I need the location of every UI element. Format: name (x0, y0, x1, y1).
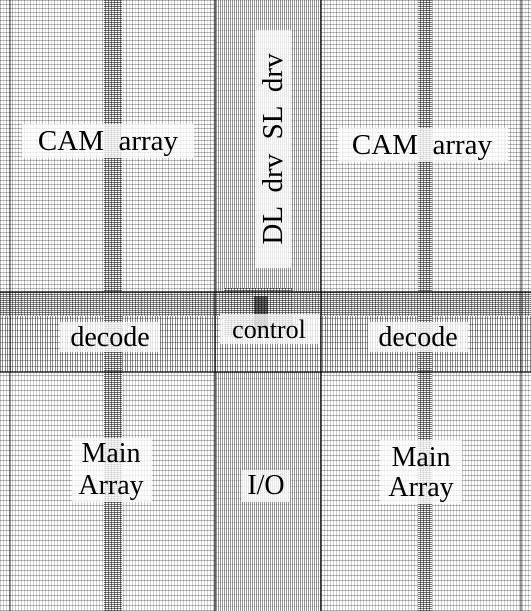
main-array-left-label-line2: Array (78, 470, 143, 501)
cam-array-left-label: CAM array (38, 125, 179, 157)
cam-array-right-label: CAM array (352, 129, 493, 161)
decode-left-label: decode (70, 322, 149, 353)
main-array-right-label-line2: Array (388, 472, 453, 503)
io-label: I/O (247, 470, 284, 501)
label-backgrounds (22, 30, 508, 504)
driver-column-label: DL drv SL drv (257, 53, 289, 245)
decode-right-label: decode (378, 322, 457, 353)
main-array-left-label-line1: Main (81, 438, 140, 469)
control-label: control (232, 315, 306, 344)
main-array-right-label-line1: Main (391, 442, 450, 473)
